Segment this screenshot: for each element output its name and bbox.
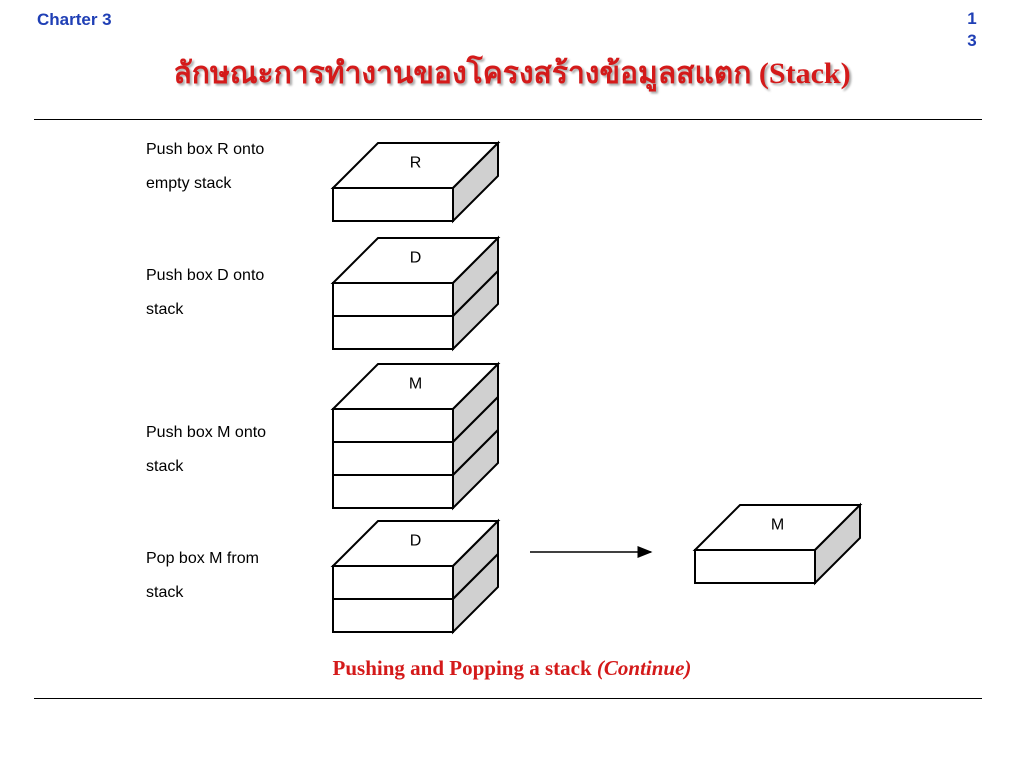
step-1-box-side-1 bbox=[452, 140, 499, 224]
step-2-stack: D bbox=[330, 235, 501, 352]
step-3-caption: Push box M onto stack bbox=[146, 416, 311, 484]
step-3-top-label: M bbox=[409, 376, 422, 393]
step-4-box-side-2 bbox=[452, 551, 499, 635]
step-2-caption: Push box D onto stack bbox=[146, 259, 311, 327]
step-2-box-front-2 bbox=[332, 315, 454, 350]
step-4-caption-line-2: stack bbox=[146, 584, 184, 601]
top-divider bbox=[34, 119, 982, 120]
step-2-caption-line-2: stack bbox=[146, 301, 184, 318]
page-number: 1 3 bbox=[962, 8, 982, 52]
step-2-box-front-1 bbox=[332, 282, 454, 317]
step-1-caption-line-1: Push box R onto bbox=[146, 141, 265, 158]
popped-box-side-1 bbox=[814, 502, 861, 586]
step-3-caption-line-1: Push box M onto bbox=[146, 424, 267, 441]
page-number-digit-1: 1 bbox=[967, 9, 977, 28]
figure-caption-main: Pushing and Popping a stack bbox=[332, 656, 592, 680]
figure-caption: Pushing and Popping a stack (Continue) bbox=[0, 656, 1024, 681]
step-2-box-side-2 bbox=[452, 268, 499, 352]
step-4-stack: D bbox=[330, 518, 501, 635]
step-1-stack: R bbox=[330, 140, 501, 224]
popped-top-label: M bbox=[771, 517, 784, 534]
step-3-box-front-1 bbox=[332, 408, 454, 443]
step-3-box-side-3 bbox=[452, 427, 499, 511]
slide-title: ลักษณะการทำงานของโครงสร้างข้อมูลสแตก (St… bbox=[173, 57, 851, 90]
step-4-caption-line-1: Pop box M from bbox=[146, 550, 259, 567]
step-3-box-front-2 bbox=[332, 441, 454, 476]
step-4-box-front-1 bbox=[332, 565, 454, 600]
step-1-top-label: R bbox=[410, 155, 422, 172]
step-2-caption-line-1: Push box D onto bbox=[146, 267, 265, 284]
step-4-top-label: D bbox=[410, 533, 422, 550]
step-1-caption-line-2: empty stack bbox=[146, 175, 232, 192]
step-1-caption: Push box R onto empty stack bbox=[146, 133, 311, 201]
chapter-label: Charter 3 bbox=[37, 10, 112, 29]
step-3-stack: M bbox=[330, 361, 501, 511]
step-3-box-front-3 bbox=[332, 474, 454, 509]
popped-box-front-1 bbox=[694, 549, 816, 584]
figure-caption-italic: (Continue) bbox=[596, 656, 692, 680]
step-1-box-front-1 bbox=[332, 187, 454, 222]
step-3-caption-line-2: stack bbox=[146, 458, 184, 475]
bottom-divider bbox=[34, 698, 982, 699]
step-2-top-label: D bbox=[410, 250, 422, 267]
popped-stack: M bbox=[692, 502, 863, 586]
page-number-digit-2: 3 bbox=[967, 31, 977, 50]
step-4-box-front-2 bbox=[332, 598, 454, 633]
stack-boxes: R D M D M bbox=[330, 140, 863, 635]
step-4-caption: Pop box M from stack bbox=[146, 542, 311, 610]
